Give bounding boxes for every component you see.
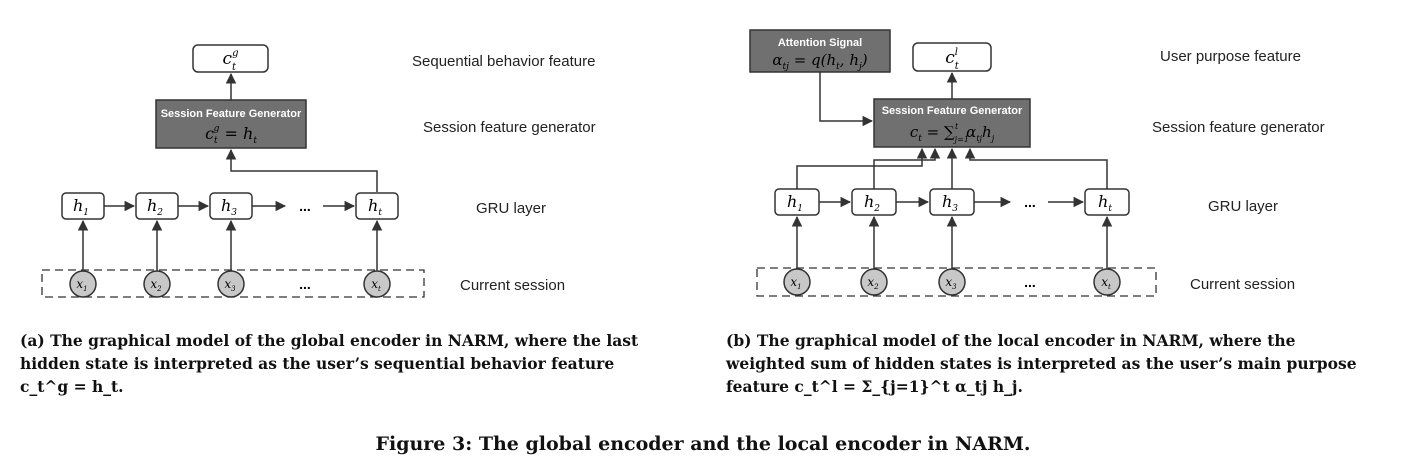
input-label: x1 [76,277,87,293]
hidden-node [1084,188,1130,216]
input-node [143,270,171,298]
label-session-b: Current session [1190,276,1295,293]
output-label-a: ctg [223,48,239,73]
label-top-b: User purpose feature [1160,48,1301,65]
input-label: x2 [150,277,162,293]
session-feature-generator-b [873,98,1031,148]
input-ellipsis: ... [1024,274,1036,290]
label-generator-b: Session feature generator [1152,119,1325,136]
attention-title: Attention Signal [778,37,862,49]
input-node [69,270,97,298]
label-session-a: Current session [460,277,565,294]
input-label: xt [1101,275,1111,291]
output-label-b: ctl [945,47,960,72]
caption-a: (a) The graphical model of the global en… [20,331,639,396]
figure-title: Figure 3: The global encoder and the loc… [375,433,1031,455]
panel-a-diagram: ctg Session Feature Generator ctg = ht h… [41,44,425,298]
label-generator-a: Session feature generator [423,119,596,136]
output-box-b [912,42,992,72]
input-label: xt [371,277,381,293]
attention-signal-box [749,29,891,73]
input-label: x1 [790,275,801,291]
generator-formula-a: ctg = ht [205,124,257,146]
input-node [217,270,245,298]
input-node [860,268,888,296]
attention-formula: αtj = q(ht, hj) [772,51,867,72]
input-label: x2 [867,275,879,291]
input-label: x3 [224,277,236,293]
input-node [363,270,391,298]
label-gru-b: GRU layer [1208,198,1278,215]
session-feature-generator-a [155,99,307,149]
input-node [783,268,811,296]
generator-title-a: Session Feature Generator [161,108,302,120]
caption-b: (b) The graphical model of the local enc… [726,331,1357,396]
hidden-ellipsis: ... [1024,194,1036,210]
label-top-a: Sequential behavior feature [412,53,595,70]
input-node [1093,268,1121,296]
panel-b-diagram: Attention Signal αtj = q(ht, hj) ctl Ses… [749,29,1157,297]
hidden-node [355,192,399,220]
label-gru-a: GRU layer [476,200,546,217]
input-node [938,268,966,296]
hidden-ellipsis: ... [299,198,311,214]
input-ellipsis: ... [299,276,311,292]
output-box-a [192,44,269,73]
narm-figure: ctg Session Feature Generator ctg = ht h… [41,29,1325,298]
generator-title-b: Session Feature Generator [882,105,1023,117]
current-session-box-b [756,267,1157,297]
input-label: x3 [945,275,957,291]
